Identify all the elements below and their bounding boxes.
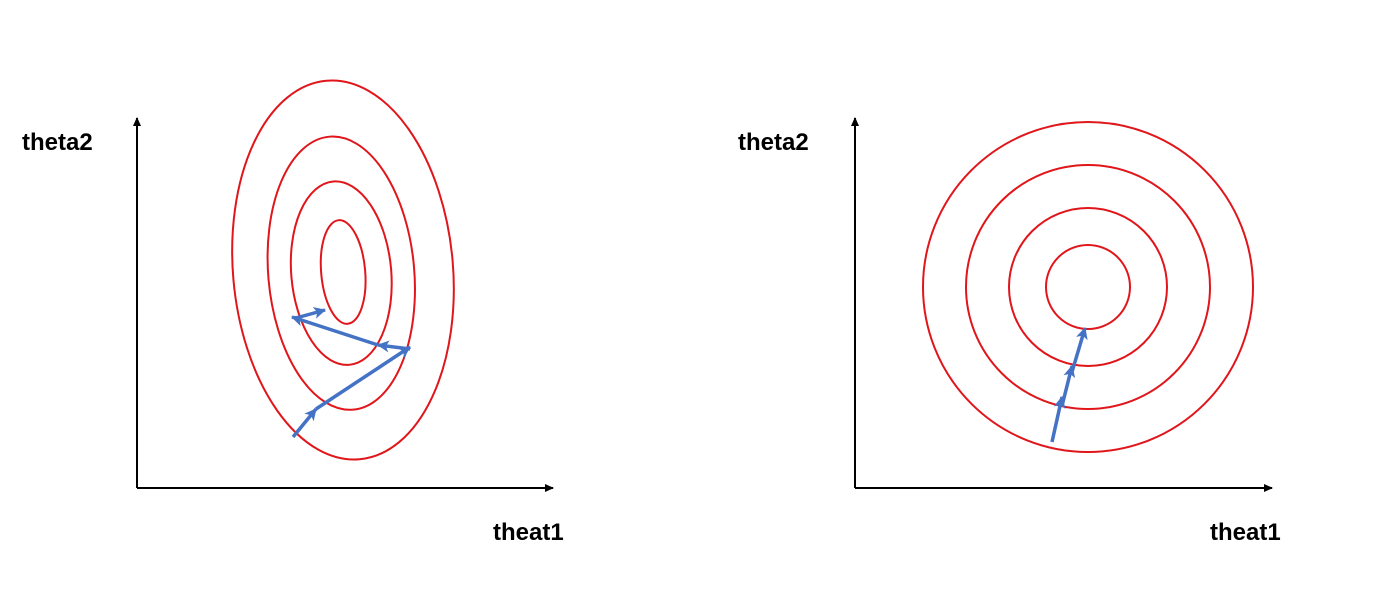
left-contour-outer — [231, 79, 455, 461]
left-contour-inner — [319, 219, 367, 325]
right-contour-second — [1008, 207, 1168, 367]
right-contour-outer — [922, 121, 1254, 453]
left-step-arrow-5 — [295, 307, 326, 320]
right-direct-path — [1050, 327, 1088, 443]
left-contour-third — [266, 135, 416, 411]
right-contours — [922, 121, 1254, 453]
left-step-arrow-4 — [291, 314, 379, 347]
right-step-arrow-3 — [1070, 327, 1088, 373]
right-contour-third — [965, 164, 1211, 410]
left-step-arrow-2 — [315, 345, 411, 411]
right-y-axis-label: theta2 — [738, 129, 809, 156]
right-step-arrow-1 — [1050, 396, 1066, 443]
right-contour-inner — [1045, 244, 1131, 330]
left-contour-second — [289, 180, 393, 366]
right-x-axis-label: theat1 — [1210, 519, 1281, 546]
left-zigzag-path — [291, 307, 411, 439]
left-step-arrow-3 — [377, 340, 411, 353]
left-x-axis-label: theat1 — [493, 519, 564, 546]
left-y-axis-label: theta2 — [22, 129, 93, 156]
left-axes — [133, 117, 554, 492]
right-step-arrow-2 — [1060, 365, 1076, 407]
left-panel: theta2 theat1 — [22, 79, 564, 546]
left-contours — [231, 79, 455, 461]
right-axes — [851, 117, 1273, 492]
left-step-arrow-1 — [291, 407, 318, 439]
right-panel: theta2 theat1 — [738, 117, 1281, 546]
